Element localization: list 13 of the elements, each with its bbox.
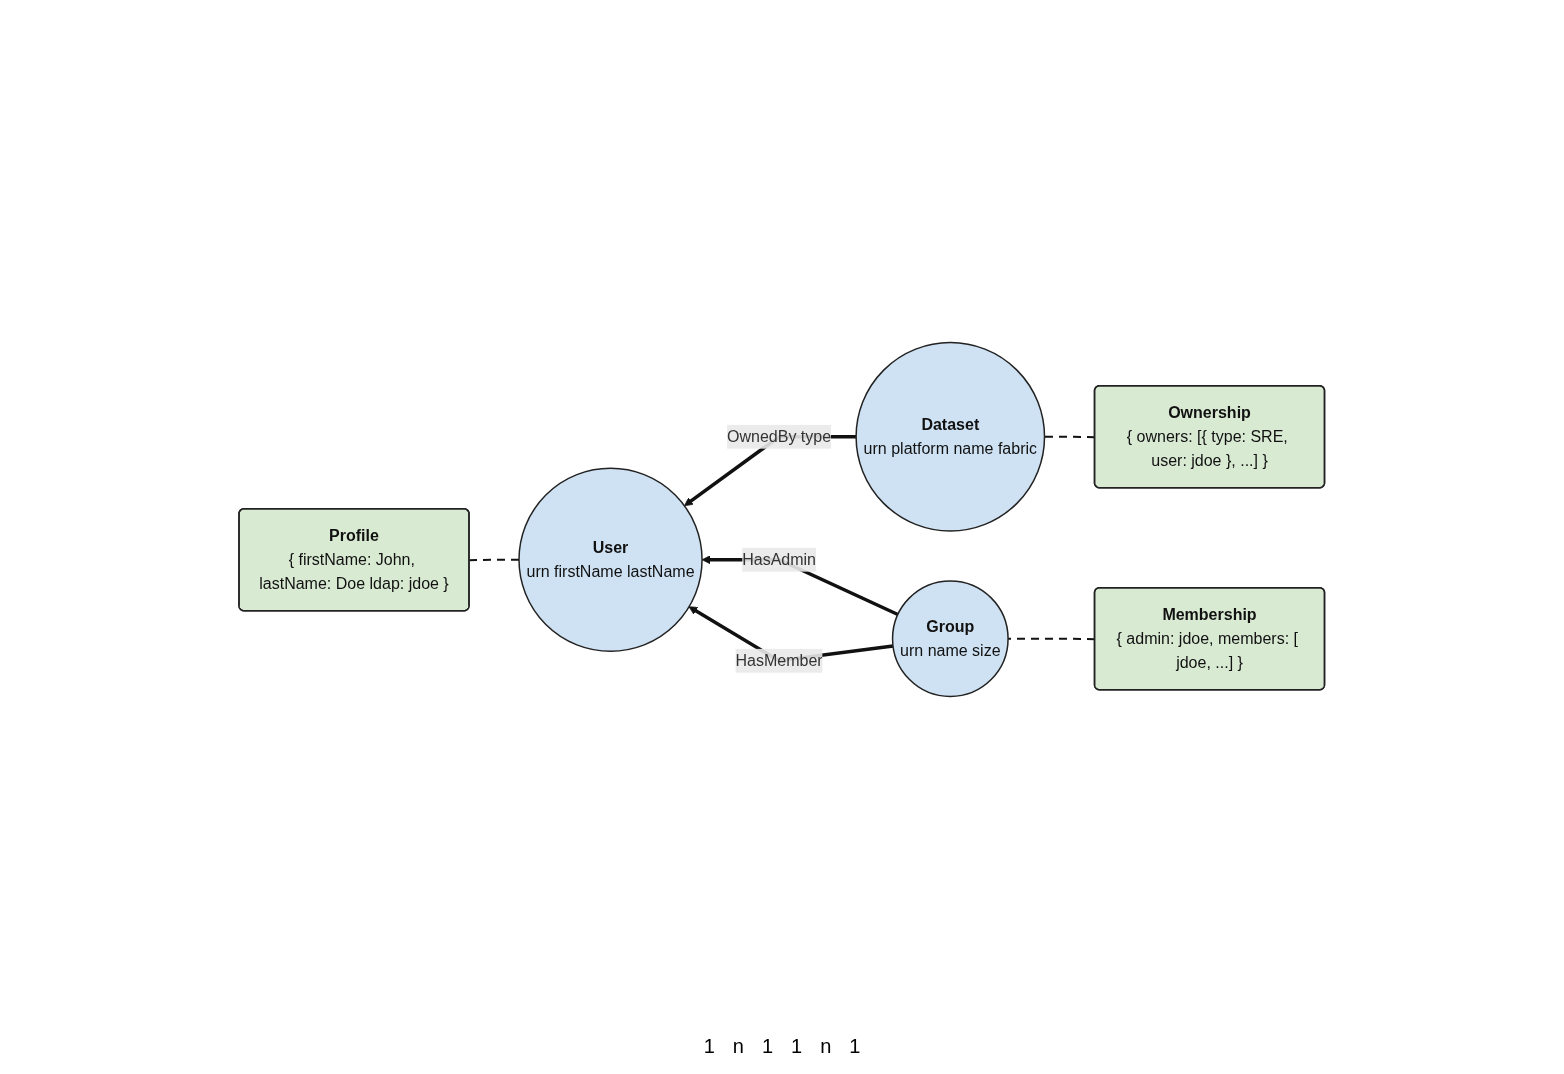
node-circle: Dataset urn platform name fabric [855, 341, 1046, 532]
cardinality-label: 1 [761, 1035, 773, 1058]
cardinality-label: 1 [703, 1035, 715, 1058]
cardinality-label: n [732, 1035, 744, 1058]
cardinality-label: 1 [791, 1035, 803, 1058]
cardinality-label: n [820, 1035, 832, 1058]
edge-label: OwnedBy type [727, 427, 832, 445]
connector [1007, 637, 1097, 641]
node-circle: Group urn name size [892, 580, 1010, 698]
cardinality-label: 1 [849, 1035, 861, 1058]
node-circle: User urn firstName lastName [518, 467, 704, 652]
edge-label: HasAdmin [742, 550, 817, 568]
edge-label: HasMember [735, 651, 823, 669]
